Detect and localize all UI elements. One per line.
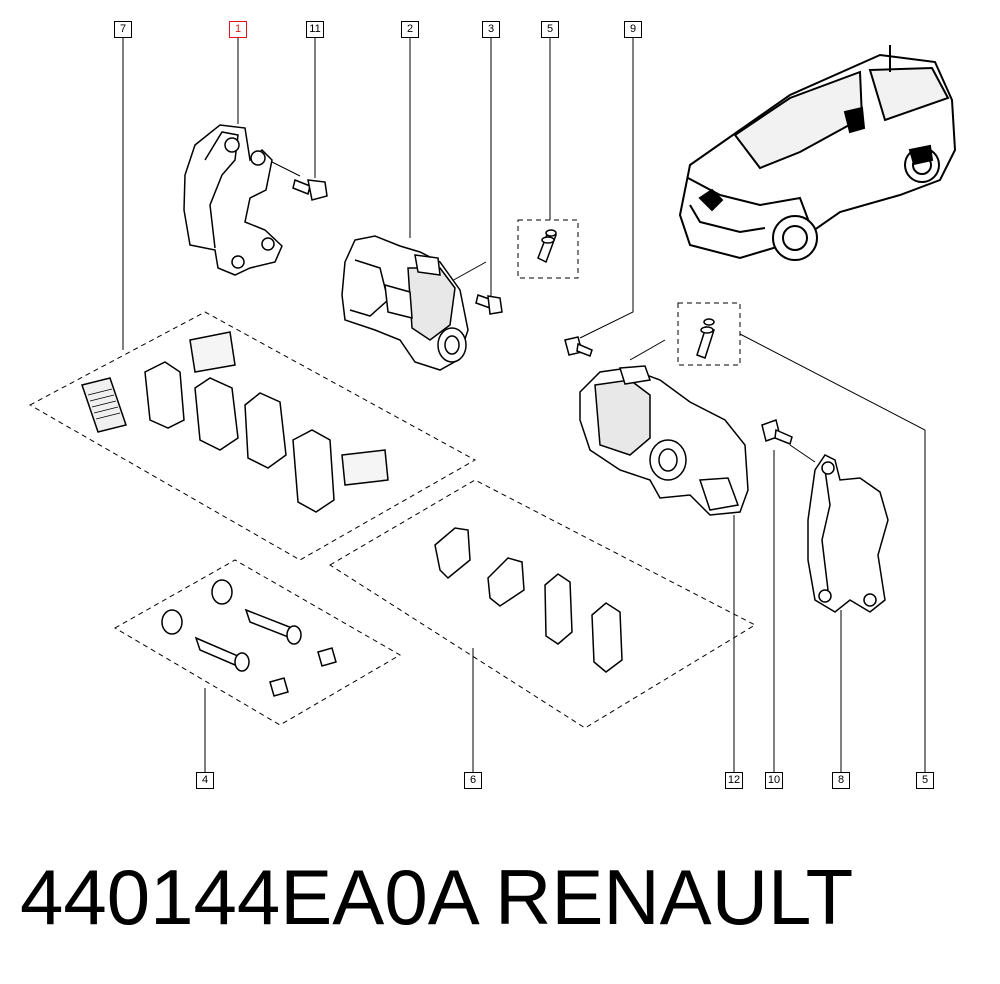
callout-1-highlighted: 1	[229, 21, 247, 38]
hardware-kit-part-6	[434, 527, 623, 673]
bleed-valve-box-top	[517, 219, 579, 279]
callout-7: 7	[114, 21, 132, 38]
arrow-bolt-9	[629, 339, 666, 361]
bolt-kit-4-outline	[113, 559, 401, 726]
exploded-parts-diagram	[28, 36, 957, 772]
callout-12: 12	[725, 772, 743, 789]
callout-8: 8	[832, 772, 850, 789]
leader-9	[579, 36, 634, 339]
arrow-bolt-3	[449, 261, 487, 283]
bolt-part-10	[761, 419, 793, 446]
callout-5-bottom: 5	[916, 772, 934, 789]
bolt-part-11	[292, 178, 328, 201]
callout-5-top: 5	[541, 21, 559, 38]
caliper-bracket-part-1	[183, 124, 283, 276]
brake-pad-kit-part-7	[81, 331, 389, 513]
pad-kit-group-outline	[28, 311, 477, 561]
bolt-part-3	[475, 294, 503, 315]
callout-6: 6	[464, 772, 482, 789]
bleed-valve-top-part-5	[537, 229, 557, 264]
guide-pin-kit-part-4	[161, 579, 337, 697]
bolt-part-9	[564, 336, 593, 357]
callout-4: 4	[196, 772, 214, 789]
electric-caliper-part-2	[341, 235, 469, 371]
callout-3: 3	[482, 21, 500, 38]
callout-11: 11	[306, 21, 324, 38]
arrow-bolt-11	[267, 159, 301, 177]
callout-2: 2	[401, 21, 419, 38]
part-number-caption: 440144EA0A	[20, 853, 480, 941]
callout-9: 9	[624, 21, 642, 38]
hardware-kit-6-outline	[329, 479, 757, 729]
leader-5-bottom	[739, 333, 926, 772]
brand-caption: RENAULT	[495, 853, 854, 941]
car-illustration	[678, 45, 957, 261]
electric-caliper-part-12	[579, 365, 749, 516]
callout-10: 10	[765, 772, 783, 789]
bleed-valve-right-part-5	[696, 318, 715, 359]
caliper-bracket-part-8	[807, 454, 889, 613]
arrow-bolt-10	[789, 444, 816, 463]
